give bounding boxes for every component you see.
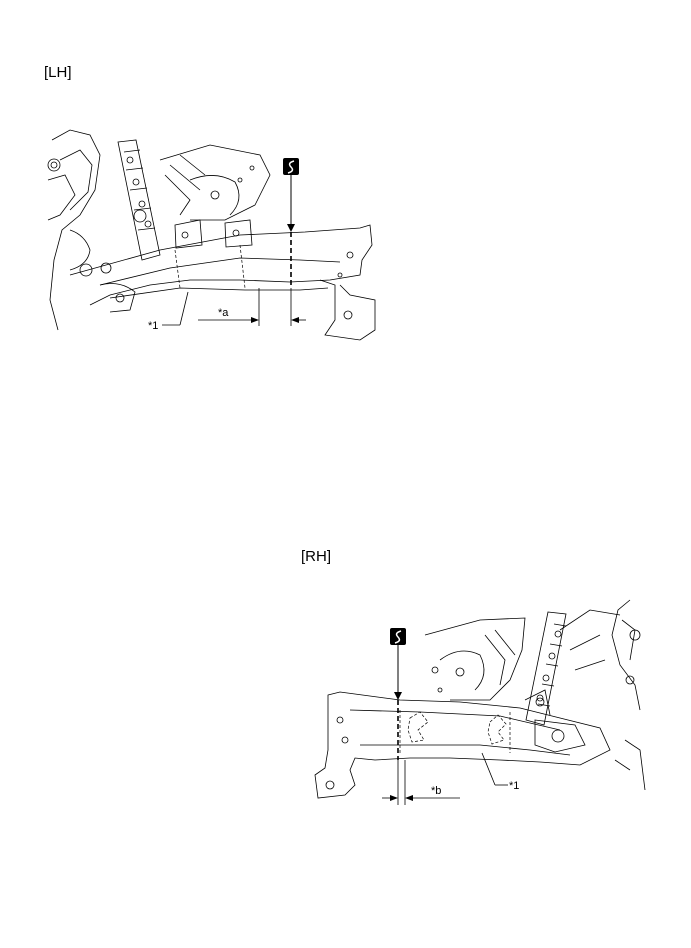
rh-frame-structure bbox=[314, 599, 646, 799]
lh-frame-structure bbox=[47, 129, 376, 341]
lh-dim-label: *a bbox=[218, 307, 229, 319]
rh-part-label: *1 bbox=[509, 780, 519, 792]
rh-saw-cut-icon bbox=[390, 628, 406, 645]
lh-section-label: [LH] bbox=[44, 64, 72, 81]
lh-body-frame-diagram: *a *1 bbox=[47, 129, 376, 341]
rh-part-leader bbox=[481, 752, 496, 786]
rh-cut-arrow-head bbox=[394, 692, 402, 700]
rh-hidden-lines bbox=[399, 710, 511, 755]
lh-part-leader bbox=[179, 291, 189, 326]
rh-dim-label: *b bbox=[431, 785, 441, 797]
rh-section-label: [RH] bbox=[301, 548, 331, 565]
lh-saw-cut-icon bbox=[283, 158, 299, 175]
rh-body-frame-diagram: *b *1 bbox=[314, 599, 646, 805]
lh-cut-arrow-head bbox=[287, 224, 295, 232]
lh-part-label: *1 bbox=[148, 320, 158, 332]
lh-hidden-lines bbox=[174, 244, 246, 289]
